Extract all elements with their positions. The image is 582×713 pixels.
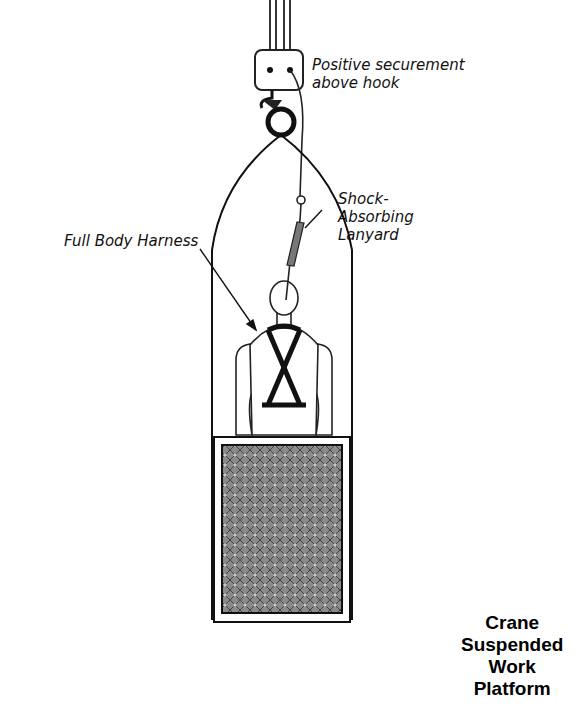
leader-lines (200, 210, 322, 330)
hook-block (255, 50, 303, 90)
worker (236, 281, 332, 435)
shock-absorbing-lanyard (286, 204, 304, 300)
callout-label: Full Body Harness (64, 232, 234, 250)
callout-label: Shock-Absorbing Lanyard (338, 190, 458, 244)
basket-mesh (222, 445, 342, 613)
full-body-harness (262, 326, 306, 405)
platform-basket (214, 437, 350, 622)
securement-line (290, 70, 303, 196)
callout-label: Positive securement above hook (312, 56, 482, 92)
platform-outline (212, 135, 352, 620)
hook-ring (268, 109, 294, 135)
crane-cables (270, 0, 290, 50)
figure-caption: Crane Suspended Work Platform (461, 612, 563, 700)
